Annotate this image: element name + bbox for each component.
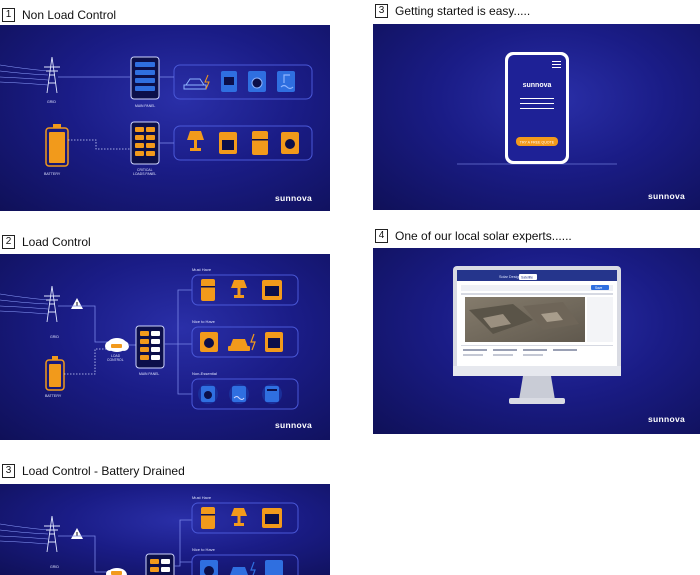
transmission-tower-icon [44, 56, 60, 94]
battery-label: BATTERY [45, 394, 62, 398]
must-have-group [191, 502, 299, 534]
non-essential-group [191, 378, 299, 410]
ev-car-icon [228, 333, 256, 351]
main-panel-icon [135, 325, 165, 369]
section-number: 2 [2, 235, 15, 249]
ev-car-icon [230, 561, 256, 575]
washer-icon [198, 384, 218, 404]
critical-loads-label-1: CRITICAL [137, 168, 153, 172]
main-panel-label: MAIN PANEL [135, 104, 155, 108]
stove-icon [262, 280, 282, 300]
section-number: 3 [2, 464, 15, 478]
transmission-tower-icon [44, 515, 60, 553]
monitor-tab-2[interactable] [519, 274, 537, 280]
sunnova-logo: sunnova [648, 191, 686, 201]
section-number: 4 [375, 229, 388, 243]
sunnova-logo: sunnova [648, 414, 686, 424]
load-control-diagram: GRID BATTERY LOAD CONTROL MAIN PANEL Mus… [0, 254, 330, 440]
refrigerator-icon [201, 507, 215, 529]
whole-home-loads-group [173, 64, 313, 100]
phone-cta-label: TRY A FREE QUOTE [520, 141, 555, 145]
non-essential-label: Non-Essential [192, 371, 217, 376]
critical-loads-panel-icon [130, 121, 160, 165]
getting-started-panel: TRY A FREE QUOTE sunnova sunnova [373, 24, 700, 210]
desktop-monitor-icon: Solar Design Satellite Save [453, 266, 621, 404]
dryer-icon [281, 132, 299, 154]
section-title: One of our local solar experts...... [395, 229, 572, 243]
power-lines [0, 64, 49, 86]
nice-to-have-label: Nice to Have [192, 319, 216, 324]
must-have-label: Must Have [192, 267, 212, 272]
load-control-label-2: CONTROL [107, 358, 124, 362]
refrigerator-icon [252, 131, 268, 155]
grid-label: GRID [50, 335, 59, 339]
section-heading-solar-experts: 4 One of our local solar experts...... [375, 228, 572, 244]
solar-experts-panel: Solar Design Satellite Save [373, 248, 700, 434]
load-control-label-1: LOAD [111, 354, 121, 358]
battery-icon [45, 124, 69, 167]
monitor-tab-2-label: Satellite [521, 276, 533, 280]
dryer-icon [200, 332, 218, 352]
main-panel-label: MAIN PANEL [139, 372, 159, 376]
washer-icon [248, 71, 266, 92]
pool-icon [277, 71, 295, 92]
section-heading-1: 1 Non Load Control [2, 7, 116, 23]
section-heading-2: 2 Load Control [2, 234, 91, 250]
section-title: Load Control [22, 235, 91, 249]
power-lines [0, 523, 49, 545]
section-number: 1 [2, 8, 15, 22]
grid-label: GRID [50, 565, 59, 569]
load-control-cloud-icon [105, 338, 129, 352]
refrigerator-icon [201, 279, 215, 301]
lamp-icon [231, 508, 247, 526]
section-title: Load Control - Battery Drained [22, 464, 185, 478]
grid-label: GRID [47, 100, 56, 104]
ev-car-icon [183, 74, 210, 90]
oven-icon [265, 332, 283, 352]
power-lines [0, 293, 49, 315]
battery-label: BATTERY [44, 172, 61, 176]
nice-to-have-group [191, 554, 299, 575]
monitor-tab-1: Solar Design [499, 275, 521, 279]
nice-to-have-group [191, 326, 299, 358]
ac-unit-icon [262, 384, 282, 404]
main-panel-icon [145, 553, 175, 575]
section-heading-3: 3 Load Control - Battery Drained [2, 463, 185, 479]
smartphone-icon: TRY A FREE QUOTE [505, 52, 569, 164]
dryer-icon [200, 560, 218, 575]
warning-icon [71, 528, 83, 539]
section-number: 3 [375, 4, 388, 18]
battery-drained-diagram: GRID Must Have Nice to Have [0, 484, 330, 575]
sunnova-logo: sunnova [275, 193, 313, 203]
sunnova-logo: sunnova [275, 420, 313, 430]
satellite-map-image [465, 297, 585, 342]
main-panel-icon [130, 56, 160, 100]
oven-icon [221, 71, 237, 92]
monitor-save-button[interactable] [591, 285, 609, 290]
nice-to-have-label: Nice to Have [192, 547, 216, 552]
section-title: Getting started is easy..... [395, 4, 531, 18]
lamp-icon [231, 280, 247, 298]
battery-connection-line [68, 139, 131, 150]
section-heading-getting-started: 3 Getting started is easy..... [375, 3, 530, 19]
load-control-cloud-icon [106, 568, 127, 575]
stove-icon [219, 132, 237, 154]
lamp-icon [187, 131, 204, 151]
battery-icon [45, 356, 65, 391]
phone-cta-button[interactable] [516, 137, 558, 146]
stove-icon [262, 508, 282, 528]
section-title: Non Load Control [22, 8, 117, 22]
pool-icon [229, 384, 249, 404]
must-have-group [191, 274, 299, 306]
transmission-tower-icon [44, 285, 60, 323]
must-have-label: Must Have [192, 495, 212, 500]
phone-logo: sunnova [523, 82, 552, 89]
non-load-control-diagram: GRID MAIN PANEL BATT [0, 25, 330, 211]
monitor-save-label: Save [595, 286, 602, 290]
warning-icon [71, 298, 83, 309]
oven-icon [265, 560, 283, 575]
critical-loads-label-2: LOADS PANEL [133, 172, 156, 176]
